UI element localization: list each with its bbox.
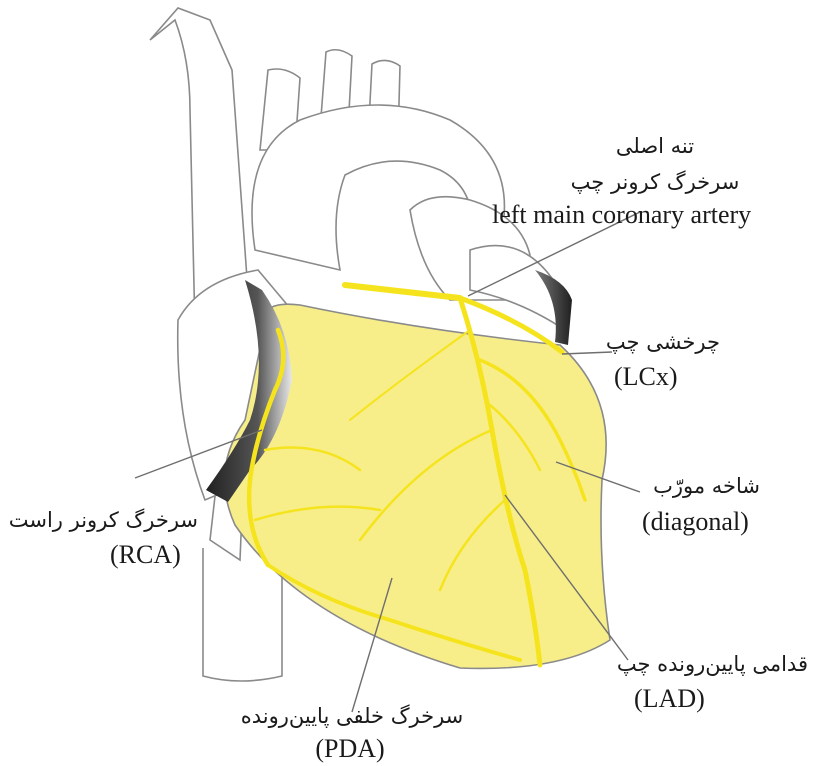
label-left-main-fa-line1: تنه اصلی (590, 134, 720, 158)
label-lad-en: (LAD) (634, 684, 705, 714)
label-left-main-fa-line2: سرخرگ کرونر چپ (560, 170, 750, 194)
label-lcx-en: (LCx) (614, 362, 678, 392)
label-pda-fa: سرخرگ خلفی پایین‌رونده (222, 704, 482, 728)
label-diagonal-fa: شاخه مورّب (580, 474, 760, 498)
label-diagonal-en: (diagonal) (642, 507, 749, 537)
label-pda-en: (PDA) (300, 734, 400, 764)
label-lad-fa: قدامی پایین‌رونده چپ (600, 652, 808, 676)
label-rca-en: (RCA) (110, 540, 181, 570)
label-rca-fa: سرخرگ کرونر راست (0, 508, 198, 532)
label-lcx-fa: چرخشی چپ (560, 330, 720, 354)
label-left-main-en: left main coronary artery (492, 200, 751, 230)
